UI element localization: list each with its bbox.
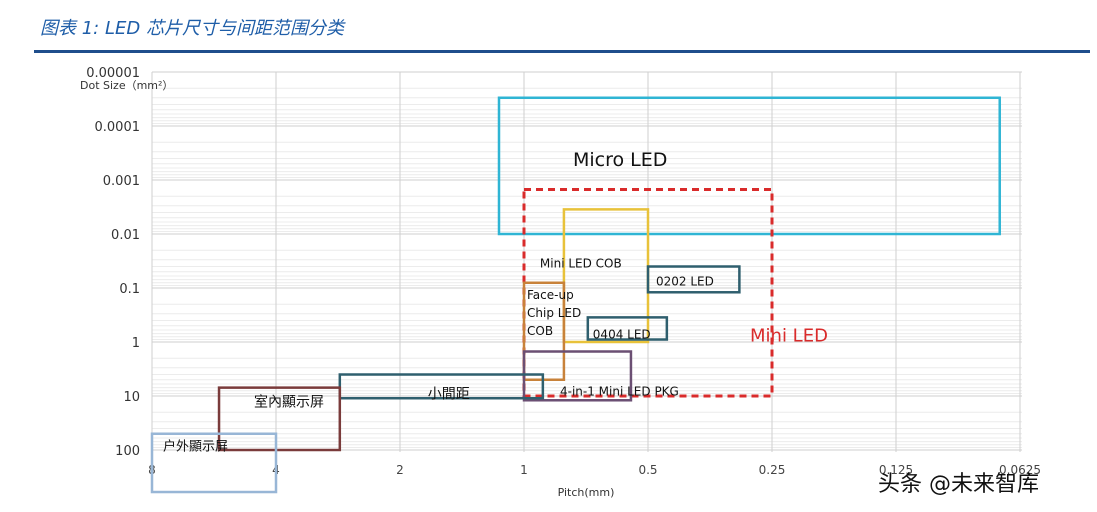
region-label-micro-led: Micro LED (573, 149, 667, 171)
region-label-face-up-chip-led-cob: COB (527, 324, 553, 338)
x-tick-label: 1 (520, 463, 528, 477)
y-tick-label: 0.0001 (95, 120, 141, 135)
region-label-face-up-chip-led-cob: Face-up (527, 288, 574, 302)
x-tick-label: 0.25 (759, 463, 786, 477)
y-tick-label: 0.00001 (86, 66, 140, 81)
y-tick-label: 0.01 (111, 228, 140, 243)
region-label-4-in-1-mini-led-pkg: 4-in-1 Mini LED PKG (560, 385, 679, 399)
caption-divider (34, 50, 1090, 53)
x-tick-label: 2 (396, 463, 404, 477)
x-tick-label: 0.125 (879, 463, 913, 477)
y-tick-label: 1 (132, 336, 140, 351)
region-box-0202-led (646, 265, 741, 294)
region-label-mini-led-cob: Mini LED COB (540, 256, 622, 270)
y-tick-label: 0.001 (103, 174, 140, 189)
x-tick-label: 0.0625 (999, 463, 1041, 477)
region-label-region: 室內顯示屏 (254, 394, 324, 411)
region-box-region (338, 373, 545, 400)
region-box-region (150, 432, 278, 494)
region-box-4-in-1-mini-led-pkg (522, 350, 633, 402)
region-box-micro-led (497, 96, 1001, 236)
x-tick-label: 0.5 (638, 463, 657, 477)
watermark: 头条 @未来智库 (878, 472, 1039, 497)
y-tick-label: 0.1 (119, 282, 140, 297)
region-label-0404-led: 0404 LED (593, 327, 651, 341)
y-tick-label: 10 (123, 390, 140, 405)
chart-caption: 图表 1: LED 芯片尺寸与间距范围分类 (40, 18, 344, 39)
region-box-region (217, 386, 342, 452)
region-label-region: 户外顯示屏 (163, 439, 228, 455)
region-label-region: 小間距 (428, 387, 470, 403)
region-label-mini-led: Mini LED (750, 326, 828, 347)
y-tick-label: 100 (115, 444, 140, 459)
region-label-face-up-chip-led-cob: Chip LED (527, 306, 581, 320)
region-label-0202-led: 0202 LED (656, 275, 714, 289)
region-box-0404-led (586, 316, 669, 341)
x-axis-label: Pitch(mm) (558, 486, 615, 499)
y-axis-label: Dot Size（mm²） (80, 79, 173, 92)
